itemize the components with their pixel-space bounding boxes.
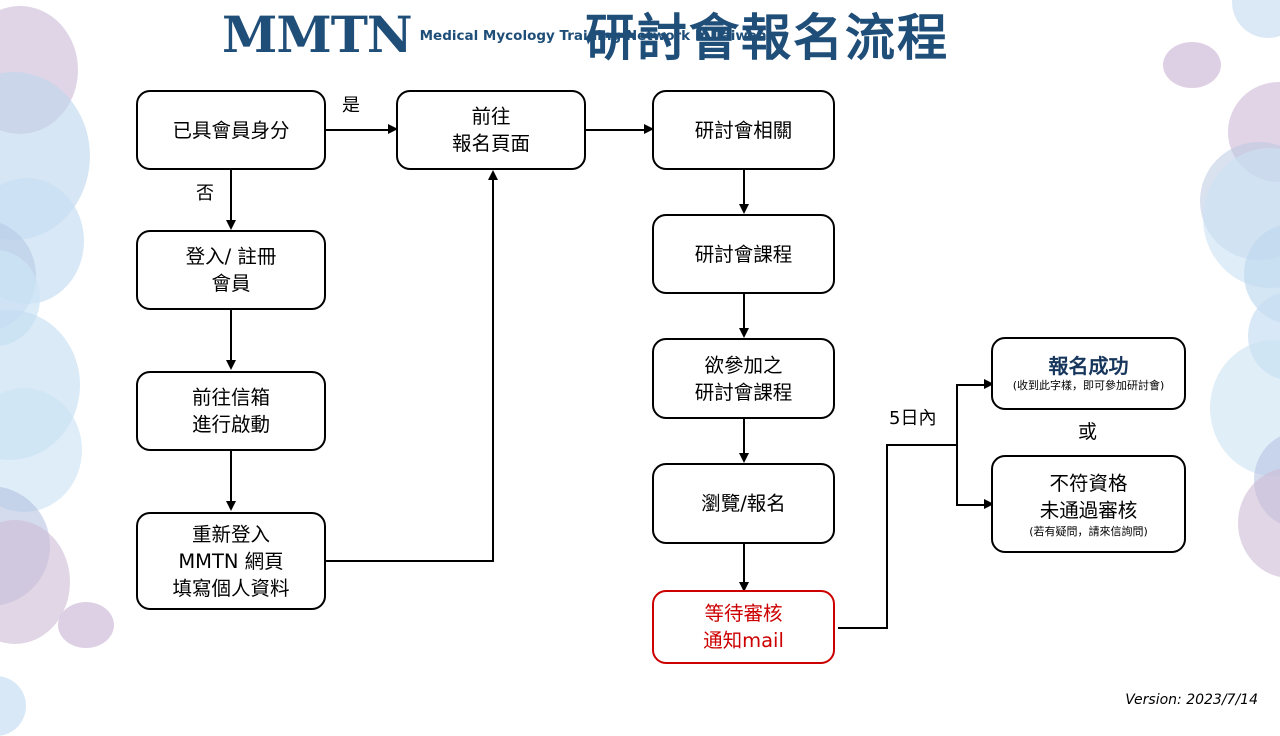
arrowhead-login-to-activate	[225, 360, 236, 370]
decor-bubble	[0, 220, 36, 332]
node-seminar-course[interactable]: 研討會課程	[652, 214, 835, 294]
connector-member-to-login	[230, 170, 232, 222]
logo-tagline-line-1: Medical Mycology	[419, 28, 555, 45]
node-browse-signup-line-1: 瀏覽/報名	[701, 492, 786, 515]
decor-bubble	[1200, 142, 1280, 260]
arrowhead-signup-to-seminar	[644, 124, 654, 134]
edge-label-or: 或	[1078, 421, 1098, 443]
edge-label-yes: 是	[342, 95, 360, 116]
arrowhead-branch-to-success	[984, 379, 994, 389]
node-seminar-course-line-1: 研討會課程	[694, 242, 793, 266]
node-relogin-profile-line-2: MMTN 網頁	[178, 549, 284, 573]
edge-label-no: 否	[196, 183, 214, 204]
connector-signup-to-seminar	[586, 129, 648, 131]
node-member-check-line-1: 已具會員身分	[172, 118, 290, 142]
connector-relogin-elbow-v	[492, 180, 494, 562]
decor-bubble	[1238, 468, 1280, 578]
node-seminar-related-line-1: 研討會相關	[694, 118, 793, 142]
connector-browse-to-await	[743, 544, 745, 584]
connector-await-branch-h1	[838, 627, 888, 629]
arrowhead-branch-to-rejected	[984, 499, 994, 509]
connector-activate-to-relogin	[230, 451, 232, 503]
logo-wordmark: MMTN	[222, 5, 413, 64]
node-desired-course[interactable]: 欲參加之 研討會課程	[652, 338, 835, 419]
node-goto-signup[interactable]: 前往 報名頁面	[396, 90, 586, 170]
node-await-review-line-1: 等待審核	[704, 602, 783, 625]
node-login-register[interactable]: 登入/ 註冊 會員	[136, 230, 326, 310]
node-await-review-line-2: 通知mail	[703, 629, 784, 652]
arrowhead-activate-to-relogin	[225, 501, 236, 511]
node-await-review[interactable]: 等待審核 通知mail	[652, 590, 835, 664]
node-desired-course-line-1: 欲參加之	[704, 353, 783, 377]
node-member-check[interactable]: 已具會員身分	[136, 90, 326, 170]
connector-desired-to-browse	[743, 419, 745, 455]
node-activate-mail-line-1: 前往信箱	[191, 386, 270, 409]
decor-bubble	[1248, 292, 1280, 380]
logo-tagline-line-3: In Taiwan	[694, 28, 767, 45]
node-relogin-profile-line-3: 填寫個人資料	[172, 576, 290, 600]
logo-tagline: Medical Mycology Training Network In Tai…	[420, 28, 767, 45]
node-desired-course-line-2: 研討會課程	[694, 380, 793, 404]
node-rejected-line-2: 未通過審核	[1039, 498, 1138, 522]
node-goto-signup-line-2: 報名頁面	[451, 132, 530, 155]
decor-bubble	[1244, 224, 1280, 324]
decor-bubble	[1210, 340, 1280, 476]
node-success-note: (收到此字樣，即可參加研討會)	[1012, 379, 1165, 392]
decor-bubble	[0, 178, 84, 304]
arrowhead-desired-to-browse	[738, 453, 749, 463]
connector-member-to-signup	[326, 129, 390, 131]
node-success[interactable]: 報名成功 (收到此字樣，即可參加研討會)	[991, 337, 1186, 410]
logo-tagline-line-2: Training Network	[559, 28, 691, 45]
node-activate-mail-line-2: 進行啟動	[191, 413, 270, 436]
connector-relogin-elbow-h	[326, 560, 494, 562]
connector-login-to-activate	[230, 310, 232, 362]
decor-bubble	[1203, 148, 1280, 288]
connector-branch-to-success	[956, 384, 988, 386]
node-seminar-related[interactable]: 研討會相關	[652, 90, 835, 170]
version-label: Version: 2023/7/14	[1125, 692, 1258, 708]
decor-bubble	[0, 72, 90, 240]
connector-await-branch-h2	[886, 444, 958, 446]
decor-bubble	[0, 676, 26, 736]
arrowhead-member-to-login	[225, 220, 236, 230]
decor-bubble	[0, 486, 50, 606]
node-relogin-profile[interactable]: 重新登入 MMTN 網頁 填寫個人資料	[136, 512, 326, 610]
arrowhead-relogin-to-signup	[487, 170, 498, 180]
arrowhead-browse-to-await	[738, 582, 749, 592]
decor-bubble	[0, 388, 82, 512]
decor-bubble	[0, 250, 40, 346]
arrowhead-member-to-signup	[388, 124, 398, 134]
node-relogin-profile-line-1: 重新登入	[191, 522, 270, 546]
node-login-register-line-2: 會員	[211, 272, 251, 295]
slide-header: MMTN Medical Mycology Training Network I…	[0, 0, 1280, 80]
node-browse-signup[interactable]: 瀏覽/報名	[652, 463, 835, 544]
node-rejected-note: (若有疑問，請來信詢問)	[1029, 524, 1148, 538]
page-title: 研討會報名流程	[585, 9, 949, 67]
decor-bubble	[1228, 82, 1280, 182]
connector-branch-to-rejected	[956, 504, 988, 506]
mmtn-logo: MMTN Medical Mycology Training Network I…	[222, 10, 767, 60]
decor-bubble	[1254, 432, 1280, 528]
connector-course-to-desired	[743, 294, 745, 330]
edge-label-within-5-days: 5日內	[889, 408, 937, 429]
decor-bubble	[58, 602, 114, 648]
node-rejected-line-1: 不符資格	[1049, 471, 1128, 495]
decor-bubble	[0, 310, 80, 460]
node-success-line-1: 報名成功	[1048, 354, 1129, 378]
connector-await-branch-v2	[956, 384, 958, 506]
node-login-register-line-1: 登入/ 註冊	[185, 245, 277, 268]
connector-await-branch-v1	[886, 444, 888, 629]
node-activate-mail[interactable]: 前往信箱 進行啟動	[136, 371, 326, 451]
decor-bubble	[0, 520, 70, 644]
node-goto-signup-line-1: 前往	[471, 105, 511, 128]
arrowhead-seminar-to-course	[738, 204, 749, 214]
connector-seminar-to-course	[743, 170, 745, 206]
arrowhead-course-to-desired	[738, 328, 749, 338]
node-rejected[interactable]: 不符資格 未通過審核 (若有疑問，請來信詢問)	[991, 455, 1186, 553]
